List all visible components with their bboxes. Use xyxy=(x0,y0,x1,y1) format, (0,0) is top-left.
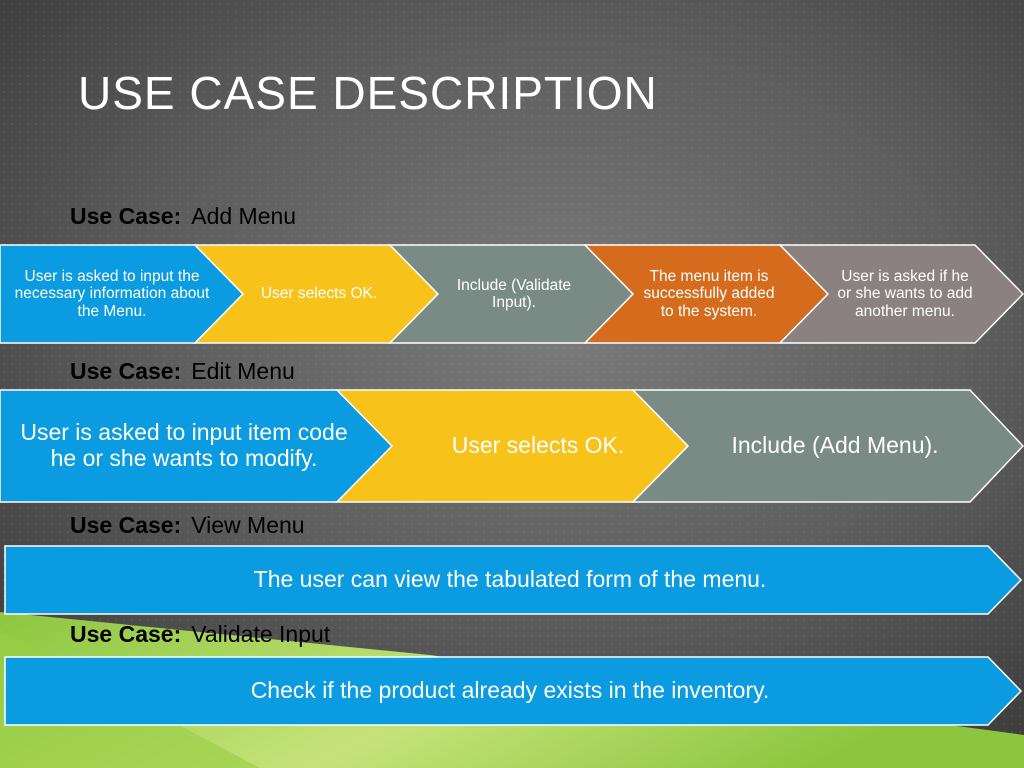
use-case-prefix: Use Case: xyxy=(70,203,182,229)
view-menu-step-1-text: The user can view the tabulated form of … xyxy=(253,566,767,593)
validate-input-step-1-chevron xyxy=(4,656,1023,726)
edit-menu-step-1-text: User is asked to input item code he or s… xyxy=(20,419,348,471)
use-case-prefix: Use Case: xyxy=(70,512,182,538)
add-menu-step-3-text: Include (Validate Input). xyxy=(456,276,572,311)
slide-title: USE CASE DESCRIPTION xyxy=(78,67,658,119)
edit-menu-step-2-text: User selects OK. xyxy=(451,432,625,459)
use-case-prefix: Use Case: xyxy=(70,358,182,384)
validate-input-step-1-text: Check if the product already exists in t… xyxy=(250,677,770,704)
add-menu-step-5-chevron xyxy=(778,244,1024,344)
use-case-name: View Menu xyxy=(191,512,305,538)
add-menu-step-5-text: User is asked if he or she wants to add … xyxy=(837,267,973,320)
use-case-name: Validate Input xyxy=(191,621,331,647)
use-case-label-edit-menu: Use Case: Edit Menu xyxy=(70,358,295,385)
view-menu-step-1-chevron xyxy=(4,545,1023,615)
add-menu-step-4-text: The menu item is successfully added to t… xyxy=(643,267,775,320)
add-menu-step-2-text: User selects OK. xyxy=(260,285,378,303)
add-menu-step-1-text: User is asked to input the necessary inf… xyxy=(14,267,210,320)
use-case-name: Add Menu xyxy=(191,203,297,229)
use-case-label-validate-input: Use Case: Validate Input xyxy=(70,621,330,648)
use-case-label-add-menu: Use Case: Add Menu xyxy=(70,203,296,230)
edit-menu-step-3-text: Include (Add Menu). xyxy=(731,432,939,459)
use-case-prefix: Use Case: xyxy=(70,621,182,647)
use-case-label-view-menu: Use Case: View Menu xyxy=(70,512,305,539)
edit-menu-step-3-chevron xyxy=(631,389,1024,503)
use-case-name: Edit Menu xyxy=(191,358,295,384)
